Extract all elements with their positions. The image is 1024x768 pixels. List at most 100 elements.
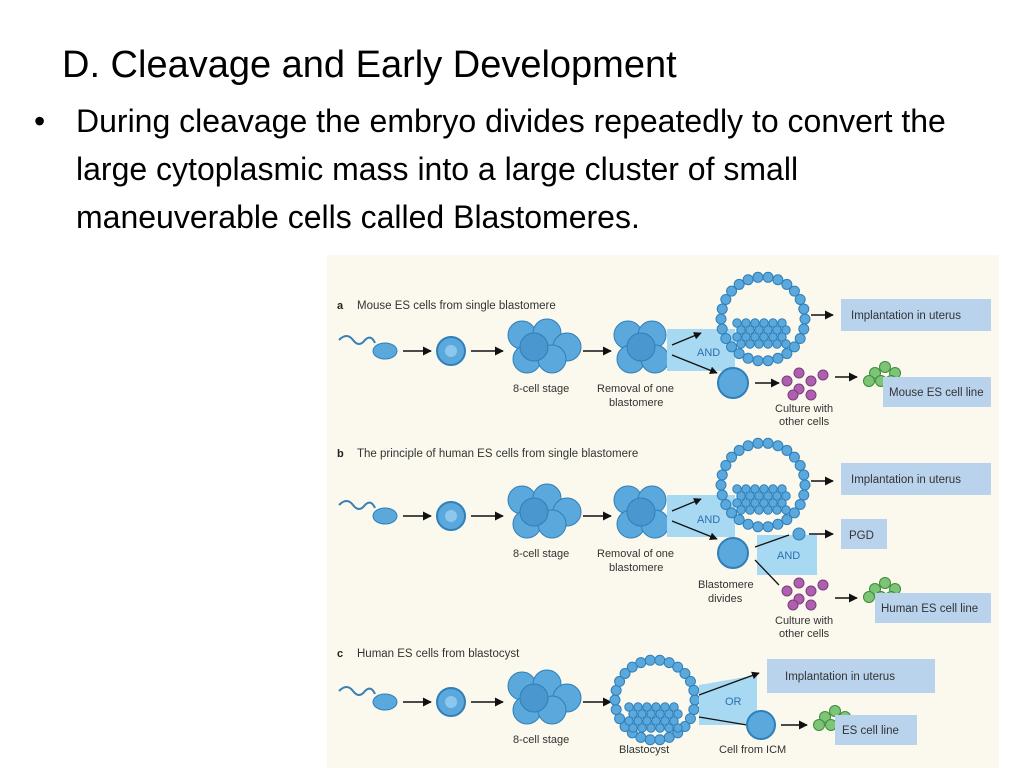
arrow	[754, 559, 780, 586]
eight-cell-embryo	[507, 669, 582, 725]
inner-cell-mass	[732, 484, 791, 515]
culture-cell	[781, 375, 793, 387]
trophoblast-cell	[794, 459, 806, 471]
icm-cell	[741, 332, 751, 342]
trophoblast-cell	[772, 440, 784, 452]
culture-label: Culture with	[775, 615, 833, 627]
trophoblast-cell	[716, 323, 728, 335]
trophoblast-cell	[716, 469, 728, 481]
arrow	[698, 671, 760, 696]
cell-line-box	[883, 377, 991, 407]
trophoblast-cell	[644, 654, 656, 666]
cell-line-box	[875, 593, 991, 623]
label-8-cell-stage: 8-cell stage	[513, 383, 569, 395]
slide-title: D. Cleavage and Early Development	[62, 44, 677, 86]
panel-a-title: Mouse ES cells from single blastomere	[357, 300, 556, 312]
bullet-symbol: •	[34, 103, 46, 139]
icm-cell	[781, 491, 791, 501]
trophoblast-cell	[742, 274, 754, 286]
icm-cell	[651, 716, 661, 726]
es-cell	[825, 719, 837, 731]
icm-cell	[655, 709, 665, 719]
icm-cell	[660, 716, 670, 726]
icm-cell	[664, 709, 674, 719]
arrow	[671, 354, 718, 375]
es-cell-figure: a Mouse ES cells from single blastomere …	[327, 255, 999, 768]
trophoblast-cell	[742, 440, 754, 452]
culture-label: Culture with	[775, 403, 833, 415]
trophoblast-cell	[684, 675, 696, 687]
blastomere-divides-label: Blastomere	[698, 579, 754, 591]
eight-cell-embryo	[507, 318, 582, 374]
trophoblast-cell	[635, 657, 647, 669]
icm-cell	[759, 318, 769, 328]
trophoblast-cell	[752, 271, 764, 283]
trophoblast-cell	[689, 694, 701, 706]
icm-cell	[768, 498, 778, 508]
icm-cell	[741, 318, 751, 328]
trophoblast-cell	[798, 489, 810, 501]
pgd-label: PGD	[849, 530, 874, 542]
trophoblast-cell	[619, 667, 631, 679]
trophoblast-cell	[794, 293, 806, 305]
blastocyst-ring	[715, 437, 811, 533]
icm-cell	[660, 702, 670, 712]
icm-cell	[736, 339, 746, 349]
trophoblast-cell	[720, 499, 732, 511]
icm-cell	[673, 709, 683, 719]
icm-cell	[754, 491, 764, 501]
or-band	[699, 675, 757, 725]
icm-cell	[633, 716, 643, 726]
culture-cell	[805, 375, 817, 387]
trophoblast-cell	[672, 661, 684, 673]
icm-cell	[745, 505, 755, 515]
embryo-minus-one	[613, 320, 670, 374]
icm-cell	[763, 339, 773, 349]
sperm-tail	[338, 686, 376, 696]
trophoblast-cell	[794, 499, 806, 511]
label-blastocyst: Blastocyst	[619, 744, 669, 756]
es-cell	[879, 577, 891, 589]
es-cell	[819, 711, 831, 723]
culture-cell	[805, 599, 817, 611]
inner-cell-mass	[732, 318, 791, 349]
icm-cell	[777, 484, 787, 494]
icm-cell	[750, 318, 760, 328]
trophoblast-cell	[733, 278, 745, 290]
trophoblast-cell	[688, 684, 700, 696]
icm-cell	[732, 484, 742, 494]
culture-cell	[793, 367, 805, 379]
icm-cell	[759, 498, 769, 508]
trophoblast-cell	[726, 451, 738, 463]
panel-b: b The principle of human ES cells from s…	[337, 437, 991, 640]
and-band-2	[757, 535, 817, 575]
trophoblast-cell	[762, 271, 774, 283]
label-removal: Removal of one	[597, 548, 674, 560]
trophoblast-cell	[733, 514, 745, 526]
icm-cell	[736, 325, 746, 335]
icm-cell	[642, 702, 652, 712]
trophoblast-cell	[614, 713, 626, 725]
trophoblast-cell	[726, 507, 738, 519]
sperm-head	[372, 693, 398, 711]
icm-cell	[763, 491, 773, 501]
zygote	[436, 687, 466, 717]
icm-cell	[642, 716, 652, 726]
implantation-box	[841, 463, 991, 495]
icm-cell	[745, 339, 755, 349]
trophoblast-cell	[772, 518, 784, 530]
icm-cell	[754, 325, 764, 335]
icm-cell	[732, 498, 742, 508]
trophoblast-cell	[799, 479, 811, 491]
icm-cell	[628, 723, 638, 733]
culture-cell	[787, 599, 799, 611]
es-cell	[813, 719, 825, 731]
icm-cell	[673, 723, 683, 733]
icm-cell	[637, 723, 647, 733]
icm-cell	[772, 339, 782, 349]
trophoblast-cell	[752, 521, 764, 533]
pgd-box	[841, 519, 887, 549]
icm-cell	[772, 325, 782, 335]
es-cell	[863, 375, 875, 387]
icm-cell	[759, 484, 769, 494]
